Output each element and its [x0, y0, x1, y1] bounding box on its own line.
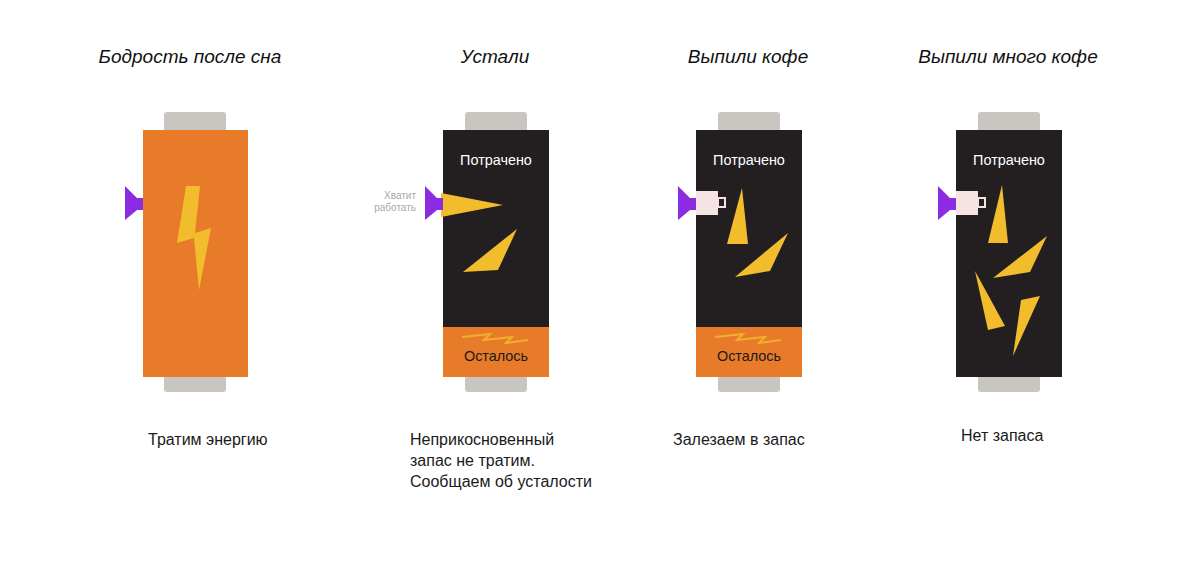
- energy-shard: [463, 229, 517, 272]
- battery-terminal: [164, 375, 226, 392]
- battery-body: [143, 130, 248, 377]
- battery-4: [938, 112, 1062, 392]
- battery-terminal: [465, 112, 527, 132]
- battery-body: [443, 130, 549, 377]
- plug-prong: [718, 198, 725, 207]
- reserve-label: Осталось: [443, 347, 549, 365]
- battery-body: Выпили кофеПотраченоОсталось: [696, 130, 802, 327]
- energy-shard: [441, 193, 503, 217]
- plug-tip: [125, 186, 143, 220]
- battery-body: Бодрость после сна: [143, 130, 248, 377]
- battery-body: [956, 130, 1062, 377]
- plug-prong: [978, 198, 985, 207]
- lightning-trace: [462, 334, 528, 343]
- plug-tip: [678, 186, 696, 220]
- reserve-band: Осталось: [696, 327, 802, 377]
- battery-body: Выпили много кофеПотрачено: [956, 130, 1062, 377]
- reserve-label: Осталось: [696, 347, 802, 365]
- lightning-icon: [177, 186, 211, 290]
- spent-label: Потрачено: [956, 151, 1062, 169]
- battery-heading: Выпили много кофе: [848, 45, 1168, 69]
- caption: Неприкосновенный запас не тратим. Сообща…: [410, 429, 600, 492]
- battery-heading: Устали: [335, 45, 655, 69]
- coffee-plug: [956, 191, 978, 215]
- coffee-plug: [696, 191, 718, 215]
- battery-terminal: [718, 375, 780, 392]
- energy-shard: [975, 271, 1005, 330]
- battery-3: [678, 112, 802, 392]
- battery-body: УсталиПотраченоОсталось: [443, 130, 549, 327]
- caption: Залезаем в запас: [673, 429, 873, 450]
- battery-body: [696, 130, 802, 377]
- plug-tip: [938, 186, 956, 220]
- side-note: Хватит работать: [340, 190, 416, 214]
- energy-shard: [727, 188, 748, 244]
- plug-tip: [425, 186, 443, 220]
- battery-terminal: [978, 112, 1040, 132]
- lightning-trace: [715, 334, 781, 343]
- energy-shard: [988, 185, 1008, 243]
- reserve-band: [443, 327, 549, 377]
- energy-shard: [993, 236, 1047, 278]
- spent-label: Потрачено: [443, 151, 549, 169]
- reserve-band: Осталось: [443, 327, 549, 377]
- battery-terminal: [978, 375, 1040, 392]
- reserve-band: [696, 327, 802, 377]
- battery-terminal: [465, 375, 527, 392]
- battery-2: [425, 112, 549, 392]
- energy-shard: [1013, 296, 1040, 356]
- battery-terminal: [164, 112, 226, 132]
- spent-label: Потрачено: [696, 151, 802, 169]
- energy-shard: [735, 233, 788, 277]
- caption: Нет запаса: [961, 425, 1111, 446]
- battery-heading: Выпили кофе: [588, 45, 908, 69]
- caption: Тратим энергию: [148, 429, 268, 450]
- battery-heading: Бодрость после сна: [30, 45, 350, 69]
- battery-terminal: [718, 112, 780, 132]
- battery-1: [125, 112, 248, 392]
